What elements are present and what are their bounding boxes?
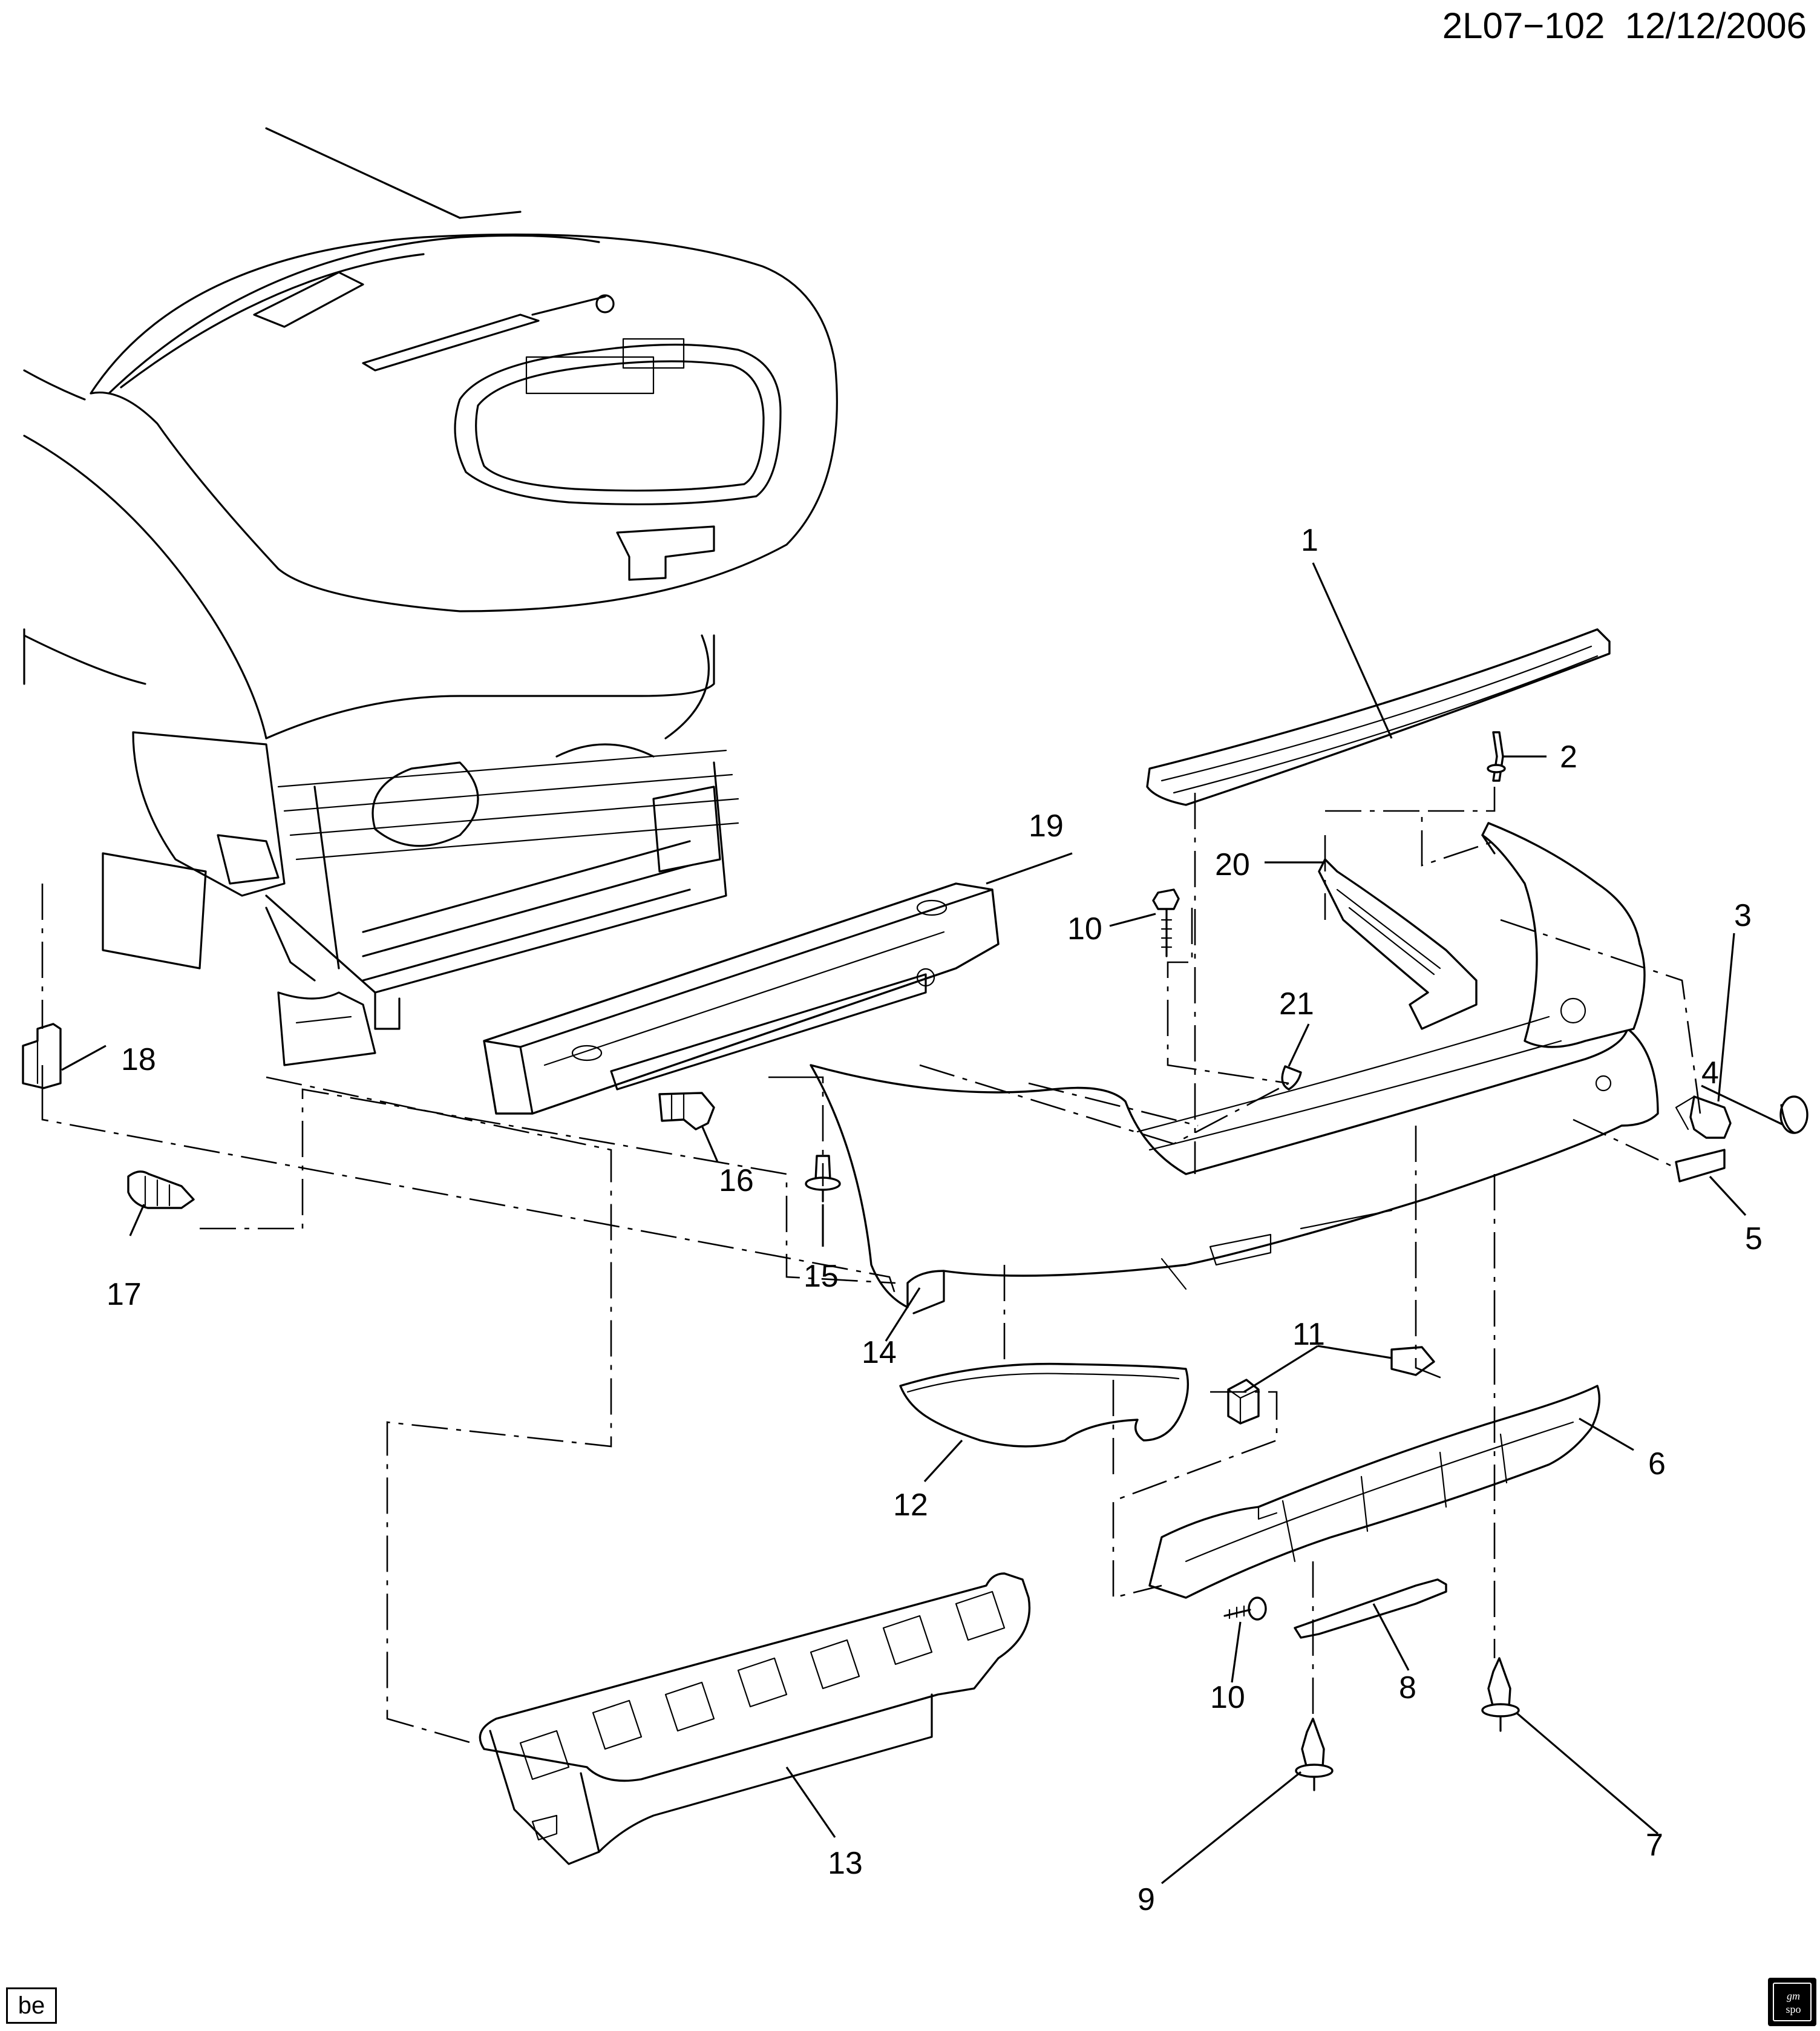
callout-8: 8 bbox=[1399, 1670, 1416, 1705]
callout-12: 12 bbox=[893, 1488, 928, 1523]
part-8-shield bbox=[1294, 1578, 1447, 1639]
callout-4: 4 bbox=[1701, 1055, 1719, 1091]
part-11-nuts bbox=[1227, 1346, 1435, 1425]
vehicle-rear-body bbox=[23, 127, 838, 1066]
part-10-bolt-lower bbox=[1223, 1596, 1267, 1621]
corner-label: be bbox=[18, 1992, 45, 2019]
spo-logo-text: spo bbox=[1786, 2003, 1801, 2015]
leader-lines bbox=[61, 562, 1783, 1885]
callout-3: 3 bbox=[1734, 898, 1752, 933]
part-16-bolt bbox=[658, 1092, 715, 1130]
callout-2: 2 bbox=[1560, 740, 1577, 775]
callout-6: 6 bbox=[1648, 1446, 1666, 1481]
gm-spo-logo-frame: gm spo bbox=[1773, 1983, 1812, 2021]
part-14-bumper-fascia bbox=[810, 822, 1659, 1314]
part-17-retainer bbox=[127, 1170, 195, 1209]
callout-21: 21 bbox=[1279, 986, 1314, 1022]
callout-17: 17 bbox=[106, 1277, 142, 1312]
part-3-bolt bbox=[1675, 1095, 1732, 1139]
part-12-deflector bbox=[899, 1362, 1189, 1448]
callout-11: 11 bbox=[1292, 1317, 1325, 1352]
diagram-header: 2L07−102 12/12/2006 bbox=[1442, 5, 1807, 47]
callout-14: 14 bbox=[862, 1335, 897, 1370]
callout-7: 7 bbox=[1646, 1828, 1663, 1863]
part-2-pin bbox=[1487, 731, 1506, 782]
gm-spo-logo: gm spo bbox=[1768, 1978, 1816, 2026]
diagram-code: 2L07−102 bbox=[1442, 5, 1605, 46]
callout-10-upper: 10 bbox=[1067, 911, 1102, 947]
part-20-bracket bbox=[1318, 858, 1478, 1030]
callout-18: 18 bbox=[121, 1042, 156, 1077]
callout-15: 15 bbox=[804, 1259, 839, 1294]
corner-label-box: be bbox=[6, 1987, 57, 2024]
callout-10-lower: 10 bbox=[1210, 1680, 1245, 1715]
callout-19: 19 bbox=[1029, 809, 1064, 844]
assembly-lines bbox=[41, 787, 1701, 1744]
callout-labels: 1 2 3 4 5 6 7 8 9 10 10 11 12 13 14 15 1… bbox=[106, 523, 1763, 1917]
part-9-retainer bbox=[1295, 1718, 1334, 1791]
part-21-clip bbox=[1281, 1065, 1302, 1091]
callout-1: 1 bbox=[1301, 523, 1318, 558]
callout-20: 20 bbox=[1215, 847, 1250, 882]
part-13-energy-absorber bbox=[479, 1572, 1031, 1865]
callout-5: 5 bbox=[1745, 1221, 1763, 1256]
part-7-retainer bbox=[1481, 1657, 1520, 1732]
part-1-step-pad bbox=[1146, 628, 1611, 806]
callout-9: 9 bbox=[1138, 1882, 1155, 1917]
part-18-bracket bbox=[22, 1023, 62, 1089]
part-4-plug bbox=[1779, 1095, 1809, 1134]
part-10-bolt-upper bbox=[1152, 888, 1180, 957]
callout-16: 16 bbox=[719, 1163, 754, 1198]
part-19-impact-bar bbox=[483, 882, 1000, 1115]
part-5-reflector bbox=[1675, 1149, 1726, 1183]
part-6-skid-plate bbox=[1148, 1385, 1601, 1599]
gm-logo-text: gm bbox=[1787, 1990, 1800, 2002]
callout-13: 13 bbox=[828, 1846, 863, 1881]
diagram-date: 12/12/2006 bbox=[1625, 5, 1807, 46]
